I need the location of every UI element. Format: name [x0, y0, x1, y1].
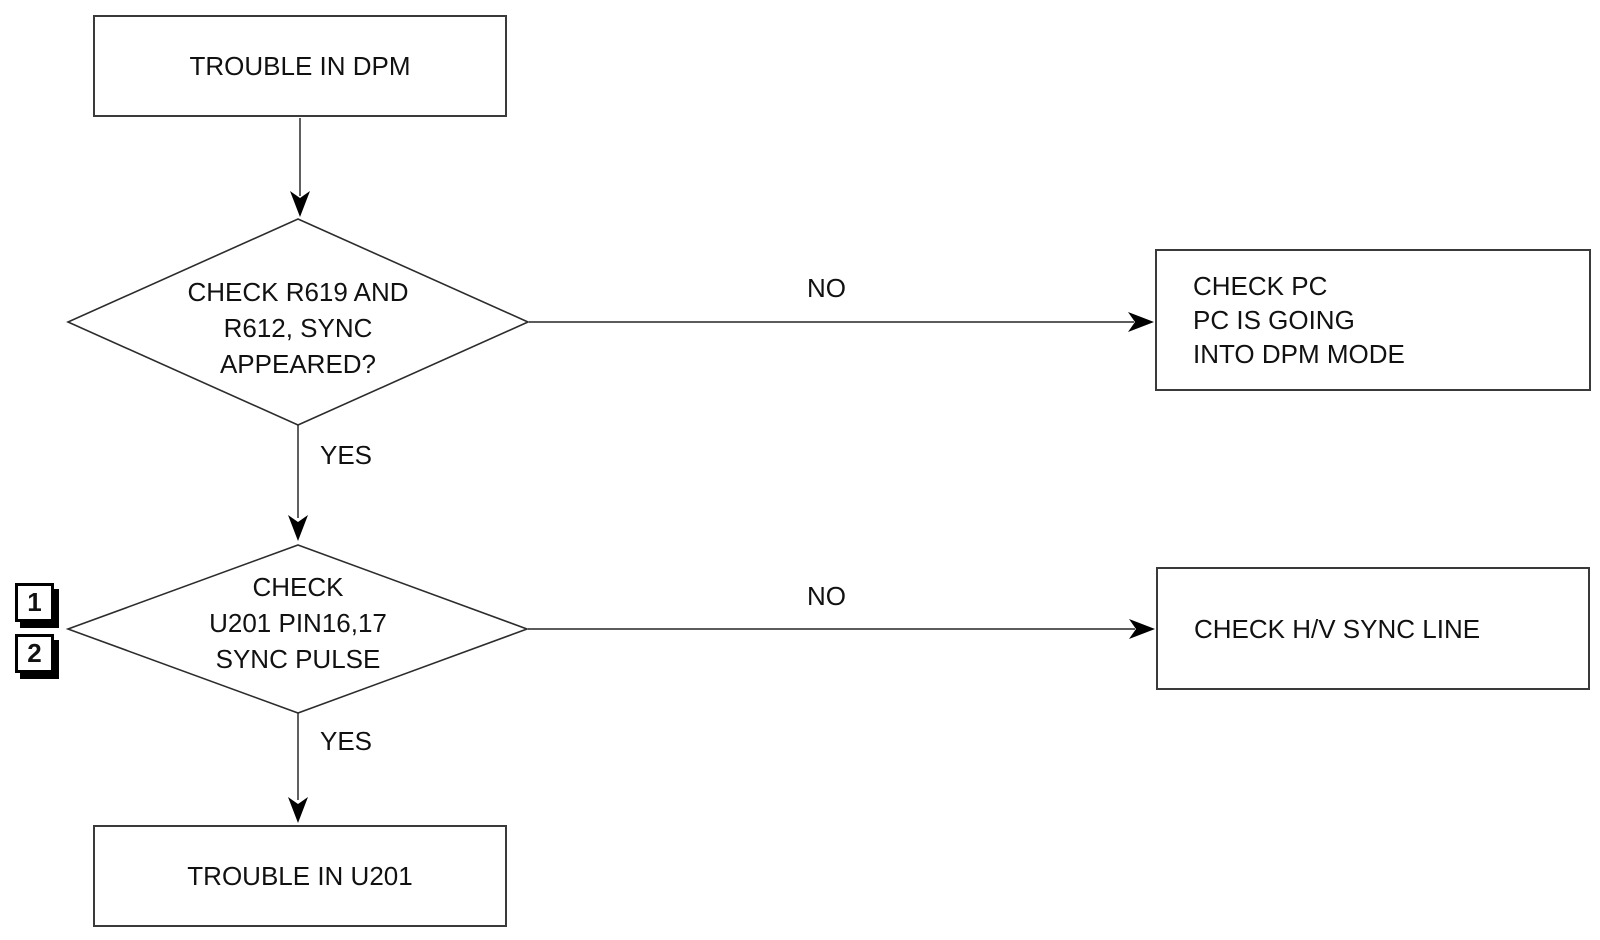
- decision2-text: CHECK U201 PIN16,17 SYNC PULSE: [118, 569, 478, 677]
- node-check-pc-line2: PC IS GOING: [1193, 305, 1355, 335]
- callout-ref-2: 2: [15, 634, 54, 673]
- node-trouble-in-u201-label: TROUBLE IN U201: [187, 861, 413, 891]
- node-check-hv-sync-line-label: CHECK H/V SYNC LINE: [1194, 613, 1481, 644]
- decision1-line2: R612, SYNC: [223, 313, 373, 343]
- node-trouble-in-u201: TROUBLE IN U201: [93, 825, 507, 927]
- node-check-hv-sync-line: CHECK H/V SYNC LINE: [1156, 567, 1590, 690]
- decision2-line1: CHECK: [252, 572, 344, 602]
- node-check-pc: CHECK PC PC IS GOING INTO DPM MODE: [1155, 249, 1591, 391]
- node-trouble-in-dpm: TROUBLE IN DPM: [93, 15, 507, 117]
- arrowhead-down-icon: [288, 797, 308, 823]
- edge-label-decision1-yes: YES: [320, 440, 373, 470]
- callout-ref-1: 1: [15, 583, 54, 622]
- arrowhead-right-icon: [1129, 619, 1155, 639]
- node-trouble-in-dpm-label: TROUBLE IN DPM: [189, 51, 411, 81]
- arrowhead-down-icon: [288, 515, 308, 541]
- decision2-line2: U201 PIN16,17: [209, 608, 387, 638]
- callout-ref-2-number: 2: [27, 638, 42, 668]
- decision1-line1: CHECK R619 AND: [187, 277, 409, 307]
- node-check-pc-line3: INTO DPM MODE: [1193, 339, 1405, 369]
- arrowhead-right-icon: [1128, 312, 1154, 332]
- decision1-line3: APPEARED?: [219, 349, 377, 379]
- decision1-diamond: [66, 218, 530, 426]
- edge-label-decision2-yes: YES: [320, 726, 373, 756]
- decision2-line3: SYNC PULSE: [215, 644, 381, 674]
- arrowhead-down-icon: [290, 191, 310, 217]
- edge-label-decision2-no: NO: [807, 581, 846, 611]
- decision2-diamond: [65, 544, 530, 714]
- node-check-pc-line1: CHECK PC: [1193, 271, 1328, 301]
- decision1-text: CHECK R619 AND R612, SYNC APPEARED?: [118, 274, 478, 382]
- callout-ref-1-number: 1: [27, 587, 42, 617]
- edge-label-decision1-no: NO: [807, 273, 846, 303]
